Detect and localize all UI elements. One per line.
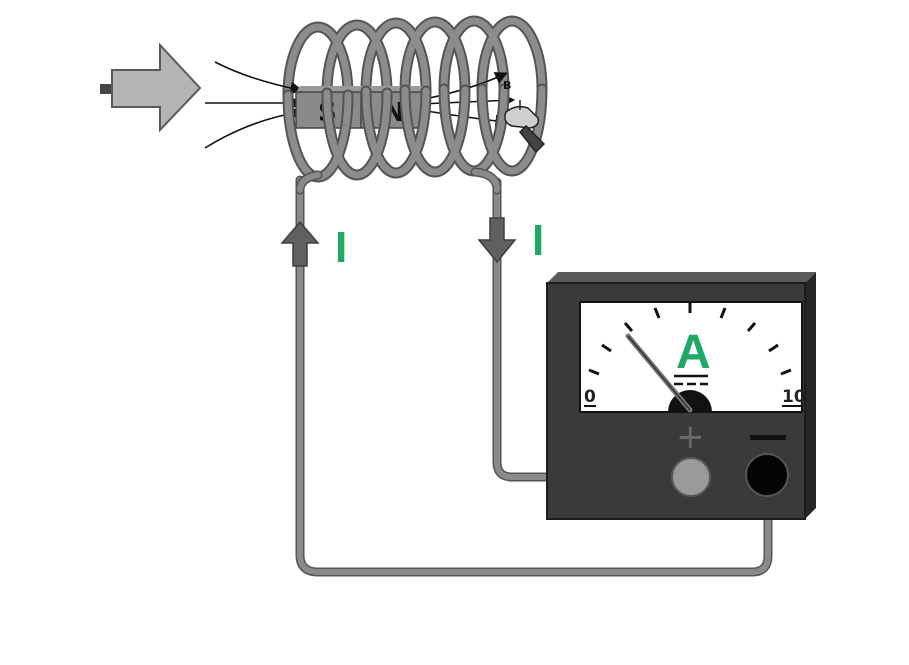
right-hand-rule-icon bbox=[504, 100, 546, 154]
field-label: B bbox=[503, 79, 511, 92]
ammeter-unit-label: A bbox=[676, 326, 711, 379]
ammeter: 0 10 A + − bbox=[546, 272, 816, 520]
push-arrow-icon bbox=[100, 42, 202, 133]
minus-terminal bbox=[745, 453, 789, 497]
scale-max: 10 bbox=[782, 387, 806, 407]
current-down-arrow bbox=[477, 217, 517, 264]
minus-sign bbox=[750, 435, 786, 440]
scale-min: 0 bbox=[584, 387, 596, 407]
plus-sign: + bbox=[676, 417, 705, 457]
dc-symbol bbox=[674, 374, 708, 386]
dial-scale-ticks bbox=[588, 302, 792, 376]
plus-terminal bbox=[671, 457, 711, 497]
current-up-arrow bbox=[280, 220, 320, 267]
coil-back bbox=[282, 15, 548, 101]
current-label-left: I bbox=[335, 223, 347, 272]
current-label-right: I bbox=[532, 216, 544, 265]
circuit-wires bbox=[295, 175, 773, 577]
coil-front bbox=[282, 83, 548, 195]
